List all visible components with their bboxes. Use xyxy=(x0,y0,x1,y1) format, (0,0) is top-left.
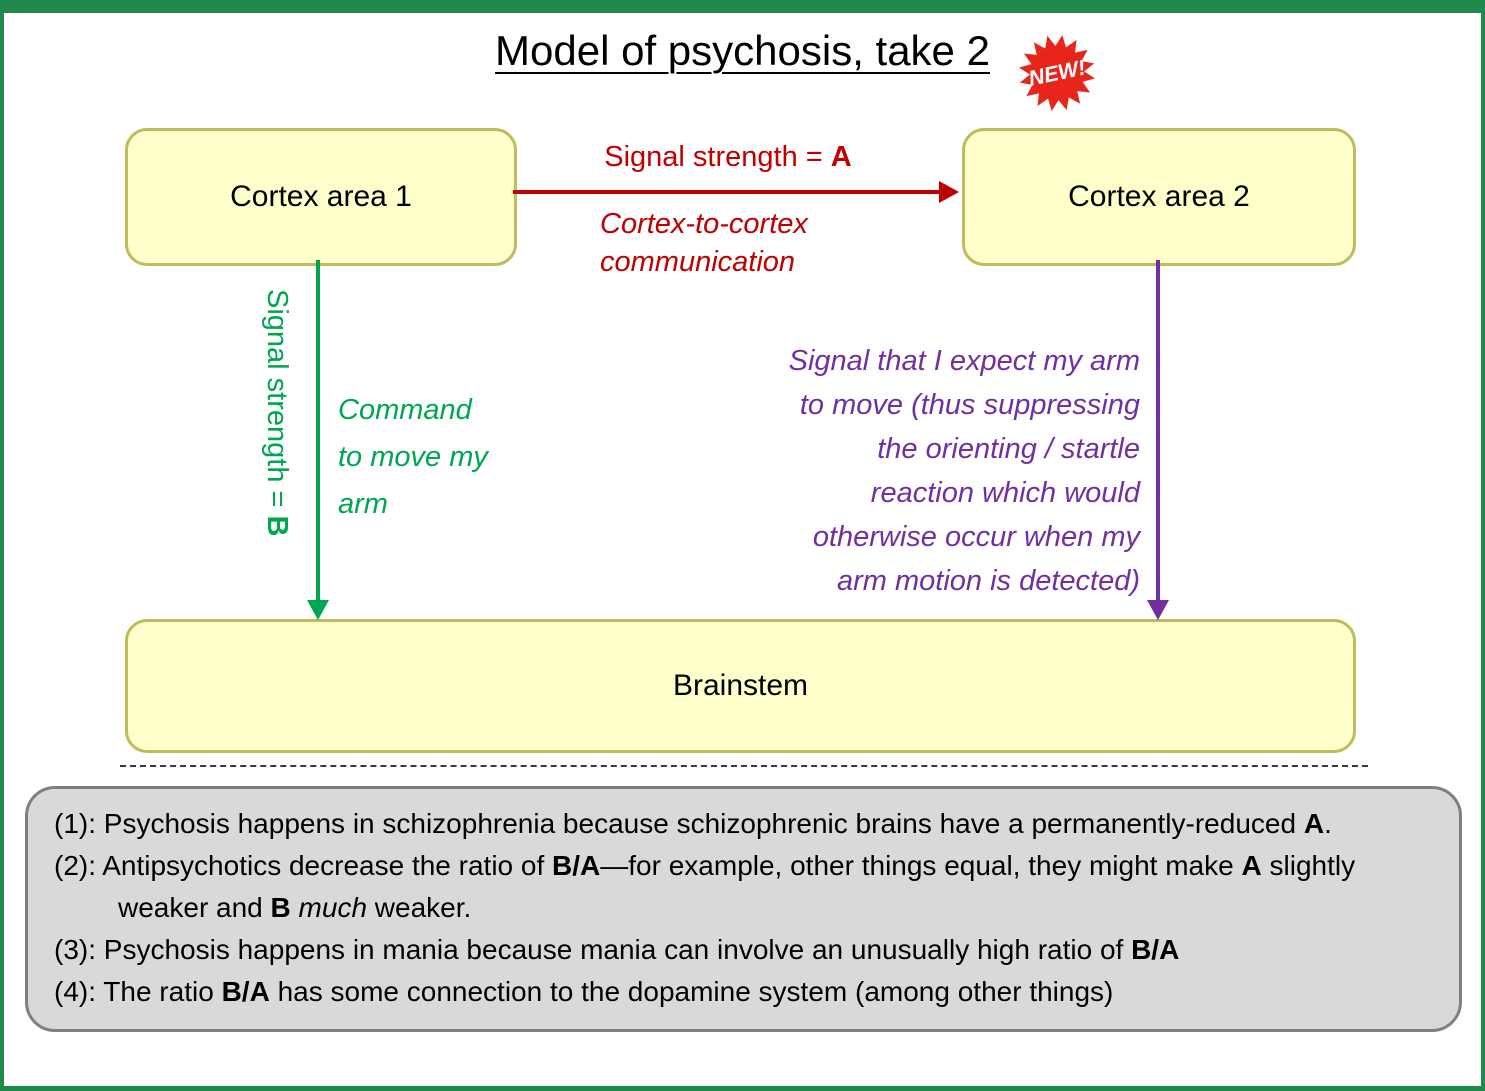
red-arrow-caption: Cortex-to-cortex communication xyxy=(600,208,808,278)
brainstem-box: Brainstem xyxy=(125,619,1356,753)
red-arrow-head xyxy=(939,181,959,203)
page-title: Model of psychosis, take 2 xyxy=(495,27,990,74)
cortex-area-2-box: Cortex area 2 xyxy=(962,128,1356,266)
new-starburst-icon: NEW! xyxy=(1018,34,1096,112)
notes-box: (1): Psychosis happens in schizophrenia … xyxy=(25,786,1462,1032)
note-item-1: (1): Psychosis happens in schizophrenia … xyxy=(54,808,1332,839)
starburst-shape xyxy=(1018,34,1096,112)
green-arrow-label: Signal strength = B xyxy=(261,289,293,537)
red-arrow-label: Signal strength = A xyxy=(604,141,852,173)
green-arrow-caption: Command to move my arm xyxy=(338,394,488,520)
purple-arrow-caption: Signal that I expect my arm to move (thu… xyxy=(788,345,1140,597)
brainstem-label: Brainstem xyxy=(672,669,809,702)
cortex-area-2-label: Cortex area 2 xyxy=(1068,180,1250,213)
purple-arrow-head xyxy=(1147,600,1169,620)
note-item-3: (3): Psychosis happens in mania because … xyxy=(54,934,1180,965)
green-arrow-shaft xyxy=(316,260,320,603)
red-arrow-shaft xyxy=(513,190,941,194)
cortex-area-1-box: Cortex area 1 xyxy=(125,128,517,266)
dashed-divider xyxy=(120,765,1368,767)
green-arrow-head xyxy=(307,600,329,620)
cortex-area-1-label: Cortex area 1 xyxy=(230,180,412,213)
note-item-2: (2): Antipsychotics decrease the ratio o… xyxy=(54,850,1356,923)
note-item-4: (4): The ratio B/A has some connection t… xyxy=(54,976,1114,1007)
purple-arrow-shaft xyxy=(1156,260,1160,603)
